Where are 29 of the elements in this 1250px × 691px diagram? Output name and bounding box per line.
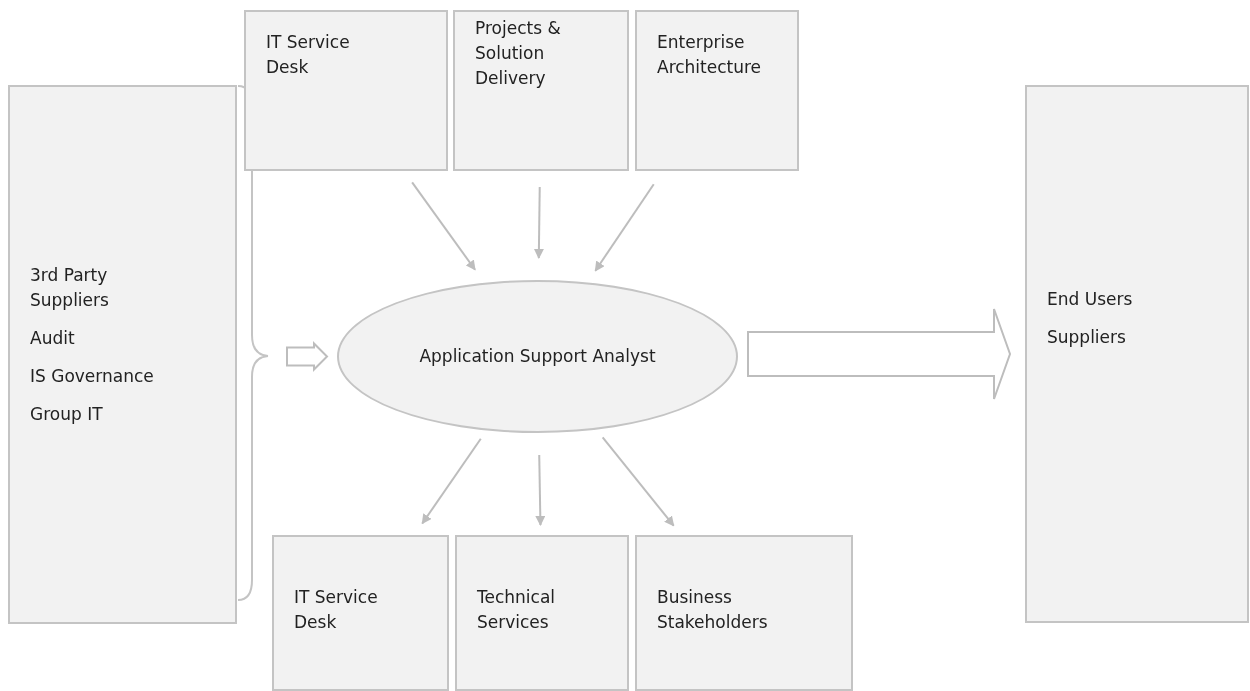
process-box <box>453 10 629 171</box>
box-label: IS Governance <box>30 365 155 388</box>
process-box <box>244 10 448 171</box>
process-box <box>1025 85 1249 623</box>
box-label: Business Stakeholders <box>657 586 769 634</box>
box-label: Group IT <box>30 403 104 426</box>
arrow <box>411 181 477 271</box>
process-box <box>272 535 449 691</box>
arrow <box>535 454 546 526</box>
box-label: IT Service Desk <box>266 31 351 79</box>
box-label: IT Service Desk <box>294 586 379 634</box>
box-label: 3rd Party Suppliers <box>30 264 110 312</box>
process-box <box>8 85 237 624</box>
box-label: Enterprise Architecture <box>657 31 763 79</box>
process-box <box>455 535 629 691</box>
arrow <box>421 437 482 525</box>
process-box <box>635 535 853 691</box>
box-label: Audit <box>30 327 76 350</box>
box-label: Application Support Analyst <box>418 345 657 368</box>
box-label: Suppliers <box>1047 326 1127 349</box>
arrow <box>533 186 544 259</box>
block-arrow <box>286 341 329 372</box>
block-arrow <box>747 308 1012 400</box>
box-label: Technical Services <box>477 586 557 634</box>
box-label: End Users <box>1047 288 1134 311</box>
process-box <box>635 10 799 171</box>
arrow <box>601 436 675 527</box>
box-label: Projects & Solution Delivery <box>475 17 562 90</box>
arrow <box>594 183 655 272</box>
